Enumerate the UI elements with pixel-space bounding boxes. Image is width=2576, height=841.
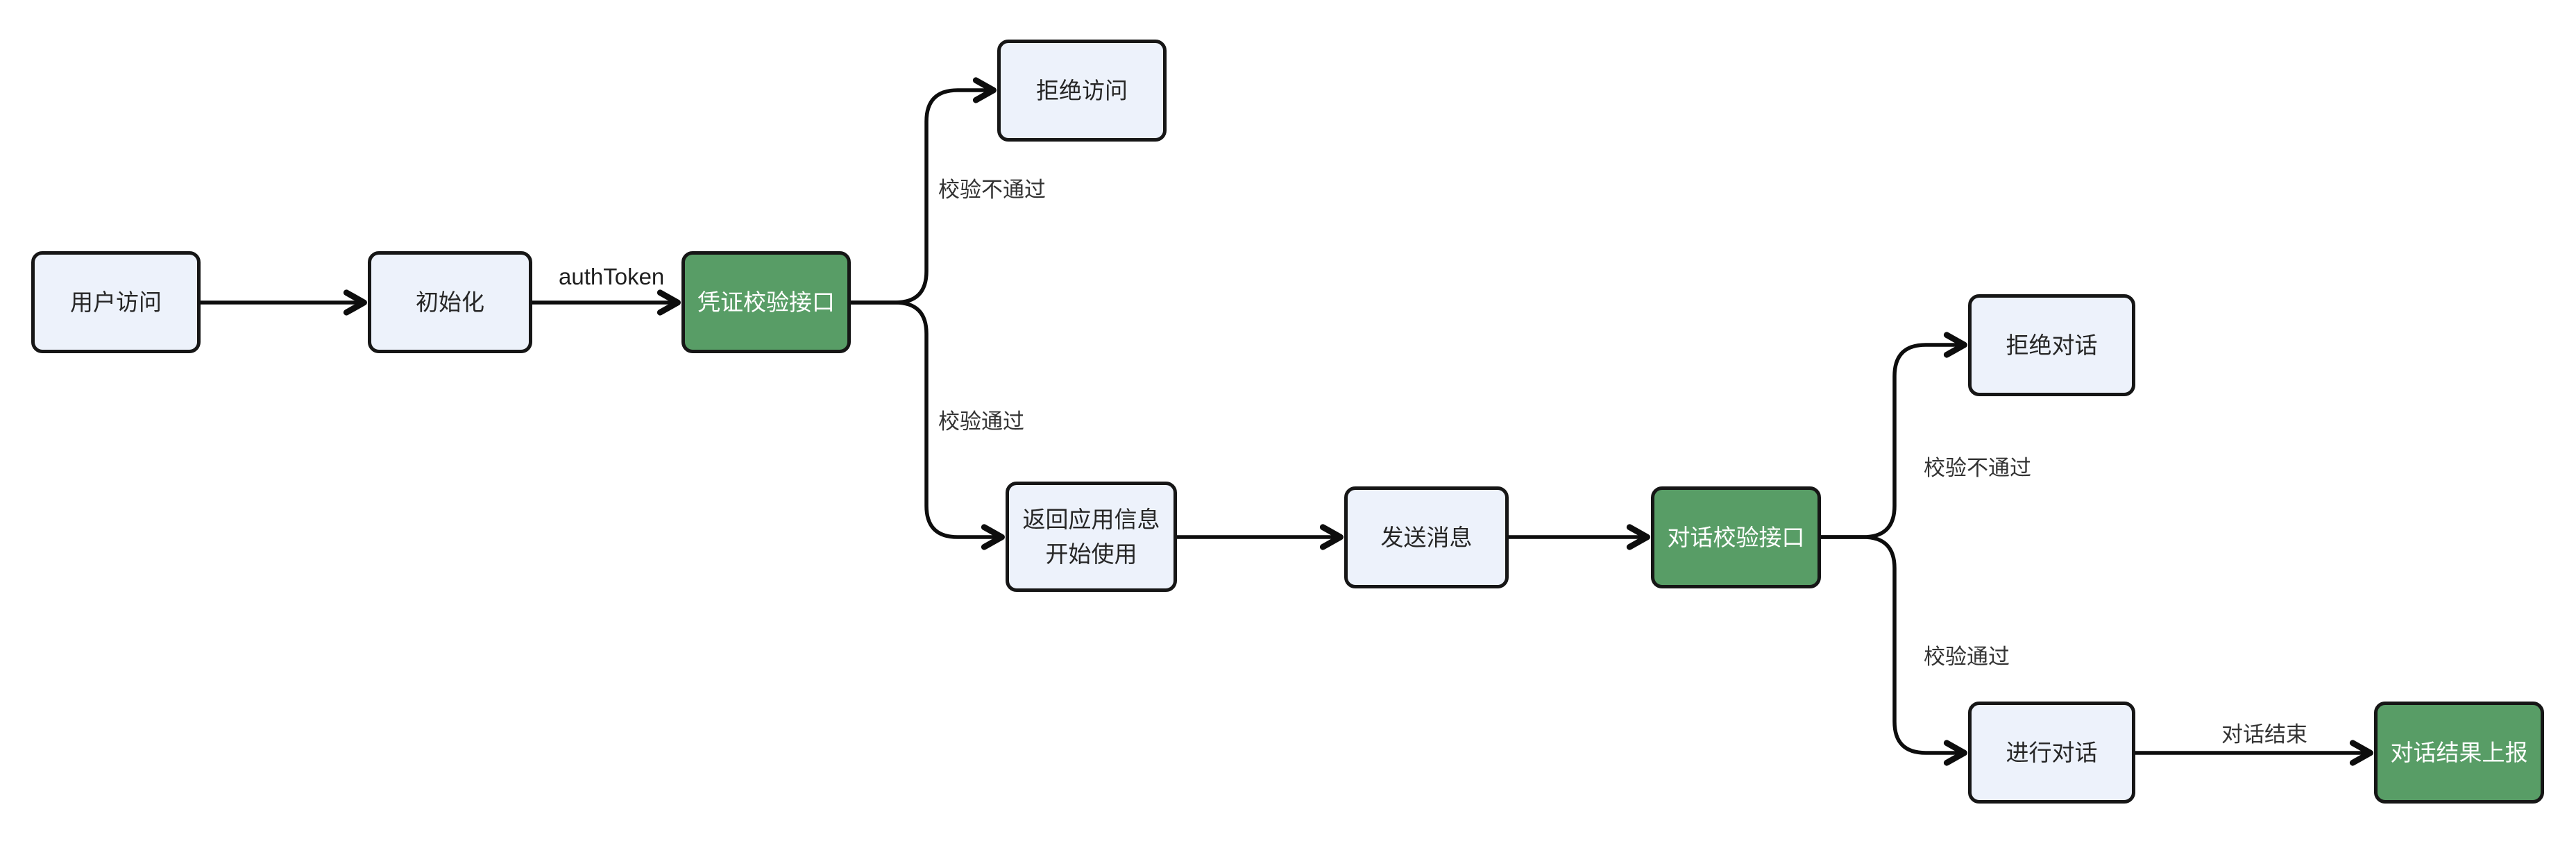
node-return-app-info-label: 返回应用信息 开始使用 (1022, 507, 1160, 567)
node-return-app-info: 返回应用信息 开始使用 (1006, 482, 1177, 592)
node-credential-check-api: 凭证校验接口 (681, 251, 851, 353)
node-send-message-label: 发送消息 (1380, 524, 1473, 550)
node-dialog-result-report-label: 对话结果上报 (2390, 739, 2528, 765)
node-credential-check-api-label: 凭证校验接口 (697, 289, 835, 315)
node-deny-dialog: 拒绝对话 (1968, 294, 2135, 396)
node-deny-access: 拒绝访问 (997, 40, 1167, 142)
edge-label-check-fail-1: 校验不通过 (938, 178, 1046, 203)
node-deny-dialog-label: 拒绝对话 (2006, 332, 2098, 358)
edge-label-check-pass-1: 校验通过 (938, 409, 1024, 434)
node-dialog-check-api: 对话校验接口 (1651, 486, 1821, 588)
node-user-access: 用户访问 (31, 251, 201, 353)
edge-label-auth-token: authToken (559, 264, 665, 289)
edge-credential-check-to-deny-access (851, 77, 997, 305)
edge-label-dialog-end: 对话结束 (2221, 722, 2307, 747)
node-init: 初始化 (368, 251, 532, 353)
edge-credential-check-to-return-app-info (851, 300, 1005, 550)
node-dialog-check-api-label: 对话校验接口 (1667, 524, 1805, 550)
node-deny-access-label: 拒绝访问 (1036, 77, 1128, 103)
edge-dialog-check-to-do-dialog (1821, 535, 1967, 766)
edge-label-check-pass-2: 校验通过 (1924, 645, 2010, 670)
edge-dialog-check-to-deny-dialog (1821, 332, 1967, 539)
node-dialog-result-report: 对话结果上报 (2374, 702, 2544, 804)
node-user-access-label: 用户访问 (70, 289, 162, 315)
edge-label-check-fail-2: 校验不通过 (1924, 456, 2031, 481)
node-do-dialog: 进行对话 (1968, 702, 2135, 804)
node-send-message: 发送消息 (1344, 486, 1509, 588)
node-do-dialog-label: 进行对话 (2006, 739, 2098, 765)
node-init-label: 初始化 (416, 289, 484, 315)
